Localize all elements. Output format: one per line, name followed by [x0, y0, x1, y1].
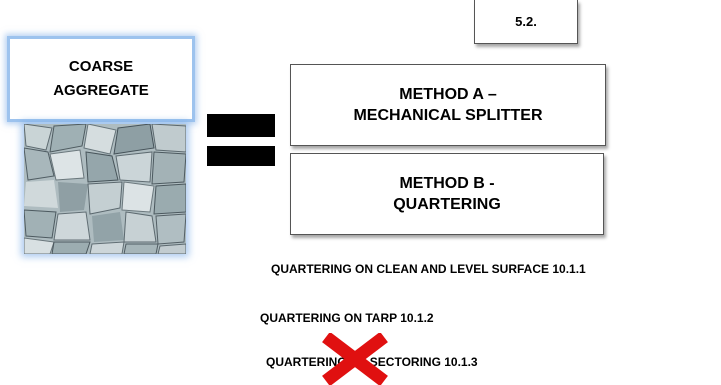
aggregate-label-line1: COARSE: [68, 58, 134, 75]
section-reference: 5.2.: [515, 14, 537, 29]
method-a-line2: MECHANICAL SPLITTER: [353, 107, 543, 124]
equals-sign-bottom-bar: [207, 146, 275, 166]
equals-sign-top-bar: [207, 114, 275, 137]
gravel-illustration: [24, 124, 186, 254]
note-tarp: QUARTERING ON TARP 10.1.2: [260, 311, 434, 325]
method-b-line1: METHOD B -: [399, 175, 495, 192]
section-reference-box: 5.2.: [474, 0, 578, 44]
aggregate-label-line2: AGGREGATE: [53, 82, 149, 99]
method-a-line1: METHOD A –: [399, 86, 497, 103]
method-b-line2: QUARTERING: [393, 196, 501, 213]
note-clean-level-surface: QUARTERING ON CLEAN AND LEVEL SURFACE 10…: [271, 262, 586, 276]
method-b-box: METHOD B - QUARTERING: [290, 153, 604, 235]
note-sectoring: QUARTERING BY SECTORING 10.1.3: [266, 355, 478, 369]
cross-out-mark-icon: [322, 333, 388, 385]
coarse-aggregate-label: COARSE AGGREGATE: [7, 36, 195, 122]
gravel-image: [24, 124, 186, 254]
method-a-box: METHOD A – MECHANICAL SPLITTER: [290, 64, 606, 146]
